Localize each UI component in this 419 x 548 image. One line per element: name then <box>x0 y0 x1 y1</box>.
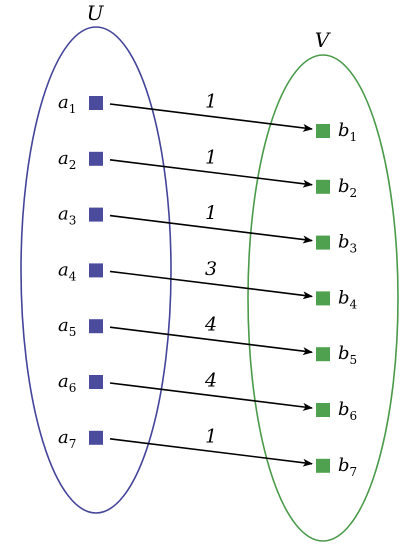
left-node-a5-label: a5 <box>58 315 76 339</box>
right-node-b7[interactable] <box>316 458 330 473</box>
left-node-a1-label: a1 <box>58 92 76 116</box>
right-node-b6[interactable] <box>316 403 330 417</box>
nodes-layer: a1 a2 a3 a4 a5 a6 a7 b1 b2 b3 b4 b5 b6 b7 <box>58 92 358 479</box>
edge-arrow-6 <box>109 382 313 411</box>
right-node-b4[interactable] <box>316 291 330 306</box>
left-node-a4[interactable] <box>89 263 103 278</box>
left-node-a1[interactable] <box>89 96 103 110</box>
right-node-b3-label: b3 <box>338 232 357 256</box>
left-node-a6-label: a6 <box>58 371 76 395</box>
edge-weight-6: 4 <box>204 370 217 392</box>
left-node-a3-label: a3 <box>58 204 76 228</box>
edge-weight-4: 3 <box>205 258 217 280</box>
edge-weight-5: 4 <box>204 314 217 336</box>
right-node-b5[interactable] <box>316 347 330 362</box>
set-v-label: V <box>315 28 332 52</box>
edge-weight-7: 1 <box>205 425 217 447</box>
edge-arrow-1 <box>109 103 313 132</box>
edge-weight-3: 1 <box>205 202 217 224</box>
right-node-b6-label: b6 <box>338 399 357 423</box>
edge-arrow-2 <box>109 159 313 188</box>
right-node-b7-label: b7 <box>338 455 357 479</box>
set-u-label: U <box>87 1 105 25</box>
left-node-a7-label: a7 <box>58 427 76 451</box>
edge-arrow-5 <box>109 326 313 356</box>
right-node-b2[interactable] <box>316 179 330 194</box>
edge-arrow-4 <box>109 270 313 300</box>
right-node-b1-label: b1 <box>338 120 357 144</box>
left-node-a4-label: a4 <box>58 259 77 283</box>
edge-arrow-7 <box>109 438 313 467</box>
right-node-b4-label: b4 <box>338 287 358 311</box>
left-node-a3[interactable] <box>89 207 103 222</box>
set-u-ellipse <box>20 26 172 514</box>
left-node-a5[interactable] <box>89 319 103 334</box>
left-node-a7[interactable] <box>89 430 103 445</box>
set-v-ellipse <box>247 54 399 542</box>
right-node-b1[interactable] <box>316 124 330 138</box>
edge-arrow-3 <box>109 214 313 244</box>
left-node-a2-label: a2 <box>58 148 76 172</box>
left-node-a2[interactable] <box>89 151 103 166</box>
edge-weight-2: 1 <box>205 146 217 168</box>
left-node-a6[interactable] <box>89 375 103 389</box>
right-node-b2-label: b2 <box>338 176 357 200</box>
edges-layer: 1 1 1 3 4 4 1 <box>109 91 313 467</box>
right-node-b5-label: b5 <box>338 343 357 367</box>
right-node-b3[interactable] <box>316 235 330 250</box>
edge-weight-1: 1 <box>205 91 217 113</box>
